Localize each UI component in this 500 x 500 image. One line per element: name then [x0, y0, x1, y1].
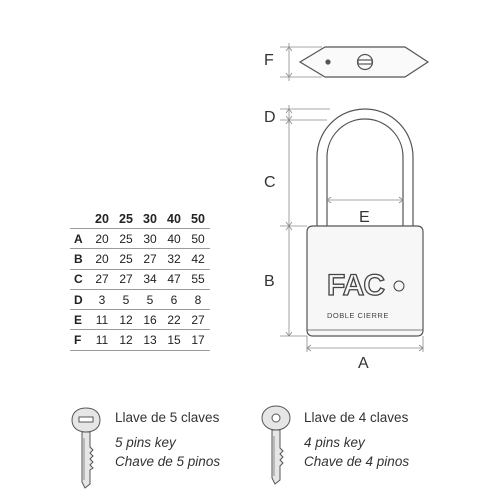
table-cell: 32 [162, 248, 186, 270]
table-cell: 5 [138, 288, 162, 310]
dimensions-table: 20 25 30 40 50 A 20 25 30 40 50 B 20 25 … [70, 212, 210, 351]
key-5-portuguese: Chave de 5 pinos [115, 454, 221, 469]
table-cell: 27 [138, 248, 162, 270]
dimension-label-c: C [264, 174, 276, 191]
table-cell: 42 [186, 248, 210, 270]
key-5-pins-icon [71, 407, 101, 489]
table-cell: 20 [90, 248, 114, 270]
table-row: A 20 25 30 40 50 [70, 227, 210, 249]
size-header: 50 [191, 212, 205, 226]
key-5-pins-caption: Llave de 5 claves 5 pins key Chave de 5 … [115, 408, 220, 471]
row-label: C [70, 268, 90, 290]
shackle [316, 108, 414, 226]
table-row: C 27 27 34 47 55 [70, 268, 210, 290]
row-label: B [70, 248, 90, 270]
key-4-portuguese: Chave de 4 pinos [304, 454, 410, 469]
table-cell: 12 [114, 329, 138, 351]
size-header: 40 [167, 212, 181, 226]
table-cell: 5 [114, 288, 138, 310]
dimension-label-d: D [264, 109, 276, 126]
table-cell: 25 [114, 227, 138, 249]
table-cell: 3 [90, 288, 114, 310]
table-cell: 40 [162, 227, 186, 249]
table-cell: 13 [138, 329, 162, 351]
dimension-label-e: E [359, 209, 370, 226]
table-row: B 20 25 27 32 42 [70, 248, 210, 270]
doble-cierre-text: DOBLE CIERRE [327, 311, 389, 320]
size-header: 20 [95, 212, 109, 226]
table-cell: 27 [90, 268, 114, 290]
table-cell: 12 [114, 309, 138, 330]
dimension-label-f: F [264, 52, 274, 69]
table-row: E 11 12 16 22 27 [70, 309, 210, 330]
dimension-label-a: A [358, 355, 369, 372]
dimension-f-line [280, 43, 322, 81]
svg-text:FAC: FAC [327, 269, 384, 302]
fac-logo: FAC [326, 268, 405, 303]
key-4-pins-icon [261, 405, 291, 485]
table-cell: 34 [138, 268, 162, 290]
table-cell: 11 [90, 309, 114, 330]
table-cell: 6 [162, 288, 186, 310]
row-label: A [70, 227, 90, 249]
top-view [298, 46, 430, 78]
size-header: 25 [119, 212, 133, 226]
row-label: E [70, 309, 90, 330]
key-4-pins-caption: Llave de 4 claves 4 pins key Chave de 4 … [304, 408, 409, 471]
row-label: F [70, 329, 90, 351]
key-4-title: Llave de 4 claves [304, 410, 409, 425]
table-cell: 27 [114, 268, 138, 290]
key-5-english: 5 pins key [115, 435, 176, 450]
lock-body [306, 225, 424, 337]
table-cell: 17 [186, 329, 210, 351]
table-cell: 47 [162, 268, 186, 290]
key-5-title: Llave de 5 claves [115, 410, 220, 425]
table-cell: 8 [186, 288, 210, 310]
dimension-label-b: B [264, 273, 275, 290]
table-cell: 27 [186, 309, 210, 330]
table-cell: 20 [90, 227, 114, 249]
table-cell: 25 [114, 248, 138, 270]
table-cell: 16 [138, 309, 162, 330]
table-row: F 11 12 13 15 17 [70, 329, 210, 351]
table-cell: 55 [186, 268, 210, 290]
table-row: D 3 5 5 6 8 [70, 288, 210, 310]
table-cell: 30 [138, 227, 162, 249]
table-cell: 50 [186, 227, 210, 249]
table-cell: 15 [162, 329, 186, 351]
table-cell: 11 [90, 329, 114, 351]
dimension-lines [280, 105, 424, 352]
key-4-english: 4 pins key [304, 435, 365, 450]
row-label: D [70, 288, 90, 310]
table-cell: 22 [162, 309, 186, 330]
size-header: 30 [143, 212, 157, 226]
table-header-row: 20 25 30 40 50 [70, 212, 210, 229]
